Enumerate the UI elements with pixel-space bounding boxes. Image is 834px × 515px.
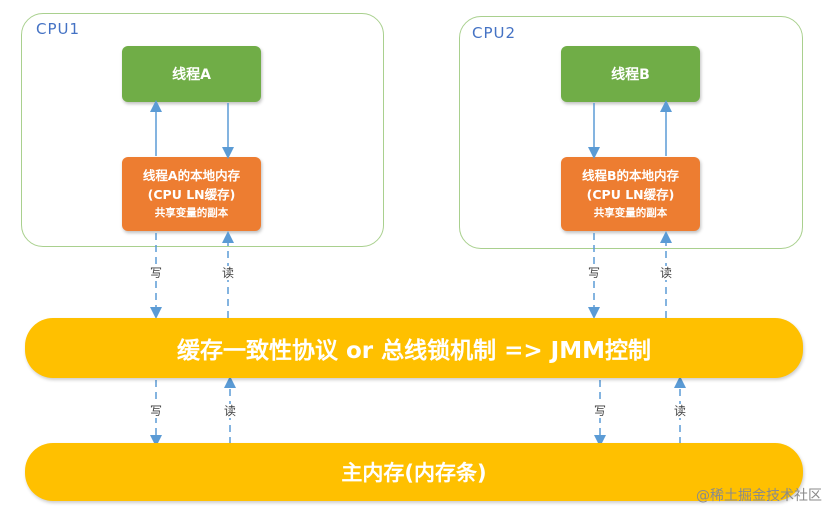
main-memory-bar: 主内存(内存条) [25, 443, 803, 501]
thread-a-local-memory: 线程A的本地内存 (CPU LN缓存) 共享变量的副本 [122, 157, 261, 231]
watermark: @稀土掘金技术社区 [696, 488, 822, 504]
cache-coherence-protocol-bar: 缓存一致性协议 or 总线锁机制 => JMM控制 [25, 318, 803, 378]
local-memory-cache: (CPU LN缓存) [586, 186, 675, 202]
read-label-b-lower: 读 [673, 404, 688, 418]
read-label-b-upper: 读 [659, 266, 674, 280]
local-memory-title: 线程A的本地内存 [142, 167, 241, 183]
cpu2-label: CPU2 [472, 24, 517, 42]
read-label-a-lower: 读 [223, 404, 238, 418]
local-memory-copy: 共享变量的副本 [154, 206, 229, 219]
read-label-a-upper: 读 [221, 266, 236, 280]
cpu1-label: CPU1 [36, 20, 81, 38]
write-label-a-lower: 写 [149, 404, 164, 418]
thread-a: 线程A [122, 46, 261, 102]
local-memory-cache: (CPU LN缓存) [147, 186, 236, 202]
local-memory-title: 线程B的本地内存 [581, 167, 680, 183]
local-memory-copy: 共享变量的副本 [593, 206, 668, 219]
write-label-b-upper: 写 [587, 266, 602, 280]
thread-b-local-memory: 线程B的本地内存 (CPU LN缓存) 共享变量的副本 [561, 157, 700, 231]
thread-b: 线程B [561, 46, 700, 102]
write-label-b-lower: 写 [593, 404, 608, 418]
write-label-a-upper: 写 [149, 266, 164, 280]
